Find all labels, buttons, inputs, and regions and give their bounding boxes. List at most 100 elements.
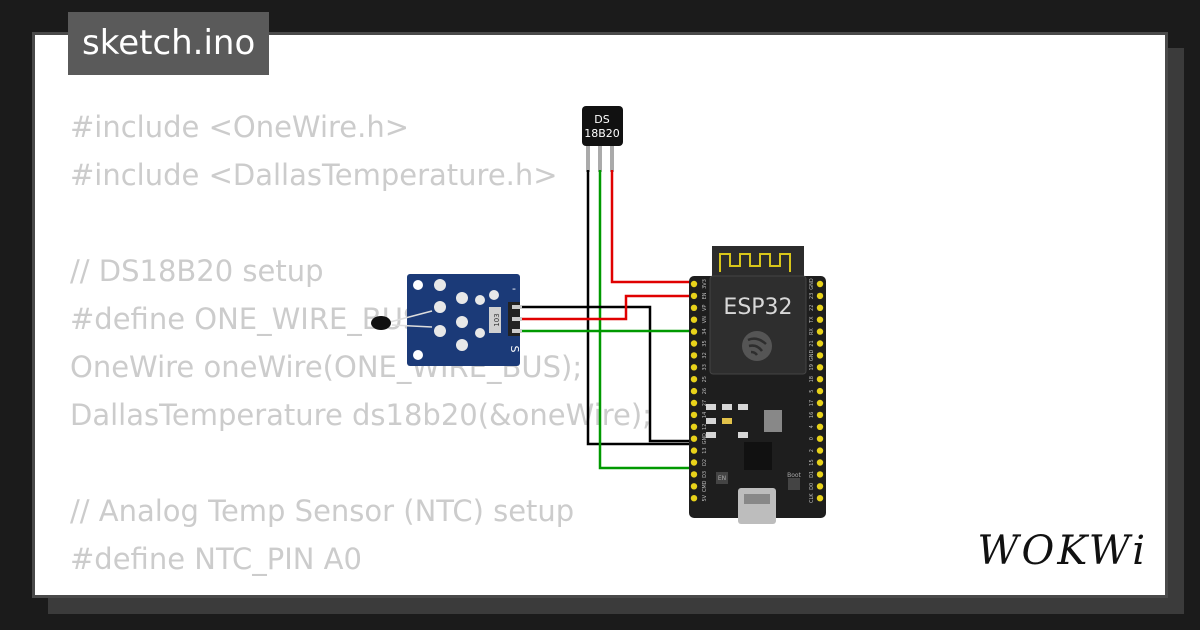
esp32-title: ESP32 [723, 295, 792, 320]
pin-label-right-17: D0 [809, 483, 815, 490]
pin-label-right-16: D1 [809, 471, 815, 478]
pin-label-right-8: 18 [809, 376, 815, 382]
pin-label-left-0: 3V3 [702, 279, 708, 289]
pin-right-6[interactable] [816, 352, 824, 359]
code-line: // DS18B20 setup [70, 254, 324, 288]
pin-label-right-2: 22 [809, 305, 815, 311]
pin-label-left-3: VN [702, 316, 708, 323]
pin-left-0[interactable] [690, 280, 698, 288]
pin-left-1[interactable] [690, 292, 698, 300]
ntc-minus-label: - [512, 282, 516, 295]
wokwi-logo-text: WOKWi [977, 528, 1148, 574]
pin-label-left-4: 34 [702, 328, 708, 334]
pin-label-right-3: TX [809, 316, 815, 324]
code-line: DallasTemperature ds18b20(&oneWire); [70, 398, 652, 432]
pin-left-12[interactable] [690, 423, 698, 430]
pin-left-18[interactable] [690, 495, 698, 502]
pin-left-8[interactable] [690, 376, 698, 383]
code-background: #include <OneWire.h>#include <DallasTemp… [70, 103, 652, 583]
pin-right-3[interactable] [816, 316, 824, 323]
usb-chip [744, 442, 772, 470]
pin-label-left-14: 13 [702, 447, 708, 453]
en-label: EN [718, 475, 726, 482]
ntc-resistor-label: 103 [493, 313, 501, 326]
pin-left-15[interactable] [690, 459, 698, 466]
pin-right-7[interactable] [816, 364, 824, 371]
esp32-board[interactable]: ESP32 EN Boot 3V3ENVPVN34353233252627141… [689, 246, 826, 524]
pin-label-left-17: CMD [702, 480, 708, 492]
pin-left-2[interactable] [690, 304, 698, 311]
pin-right-4[interactable] [816, 328, 824, 335]
pin-label-right-0: GND [809, 278, 815, 290]
pin-right-5[interactable] [816, 340, 824, 347]
pin-left-3[interactable] [690, 316, 698, 323]
pin-right-15[interactable] [816, 459, 824, 466]
pin-label-left-10: 27 [702, 400, 708, 406]
pin-right-8[interactable] [816, 376, 824, 383]
pin-label-right-4: RX [809, 328, 815, 335]
pin-right-17[interactable] [816, 483, 824, 490]
wire-ds-gnd [586, 170, 694, 446]
usb-port [738, 488, 776, 524]
pin-right-14[interactable] [816, 447, 824, 454]
ntc-resistor [489, 307, 501, 333]
pin-label-right-7: 19 [809, 364, 815, 370]
pin-left-7[interactable] [690, 364, 698, 371]
wire-ntc-vcc [520, 294, 694, 321]
ds18b20-label-top: DS [594, 113, 609, 126]
pin-label-left-15: D2 [702, 459, 708, 466]
pin-left-10[interactable] [690, 399, 698, 407]
pin-right-1[interactable] [816, 292, 824, 300]
pin-label-right-10: 17 [809, 400, 815, 406]
pin-left-9[interactable] [690, 387, 698, 395]
pin-right-13[interactable] [816, 435, 824, 442]
pin-label-right-6: GND [809, 350, 815, 362]
esp32-shield [709, 275, 807, 375]
pin-label-left-1: EN [702, 292, 708, 299]
pin-label-right-12: 4 [809, 425, 815, 428]
pin-label-left-9: 26 [702, 388, 708, 394]
ds18b20-leg-vcc [610, 146, 614, 172]
pin-label-left-13: GND [702, 433, 708, 445]
pin-label-right-1: 23 [809, 293, 815, 299]
pin-left-14[interactable] [690, 447, 698, 454]
pin-label-right-15: 15 [809, 459, 815, 465]
pin-label-left-8: 25 [702, 376, 708, 382]
pin-right-0[interactable] [816, 280, 824, 288]
pin-left-16[interactable] [690, 471, 698, 478]
code-line: // Analog Temp Sensor (NTC) setup [70, 494, 575, 528]
ntc-signal-label: S [508, 346, 521, 353]
file-tab[interactable]: sketch.ino [68, 12, 270, 75]
esp32-antenna [712, 246, 804, 276]
pin-label-right-9: 5 [809, 390, 815, 393]
pin-right-11[interactable] [816, 411, 824, 419]
pin-right-18[interactable] [816, 495, 824, 502]
en-button[interactable] [716, 472, 728, 484]
pin-label-left-5: 35 [702, 340, 708, 346]
ntc-module[interactable]: 103 - S [371, 274, 522, 366]
pin-label-left-18: 5V [702, 494, 708, 501]
boot-button[interactable] [788, 478, 800, 490]
pin-label-left-7: 33 [702, 364, 708, 370]
pin-left-17[interactable] [690, 483, 698, 490]
pin-right-12[interactable] [816, 423, 824, 430]
pin-label-right-5: 21 [809, 340, 815, 346]
ds18b20-leg-data [598, 146, 602, 172]
pin-label-right-14: 2 [809, 449, 815, 452]
wire-ntc-gnd [520, 305, 694, 443]
pin-right-9[interactable] [816, 387, 824, 395]
pin-left-11[interactable] [690, 411, 698, 419]
pin-right-10[interactable] [816, 399, 824, 407]
ds18b20-sensor[interactable]: DS 18B20 [582, 106, 623, 172]
pin-right-16[interactable] [816, 471, 824, 478]
pin-label-left-16: D3 [702, 471, 708, 478]
pin-left-6[interactable] [690, 352, 698, 359]
pin-right-2[interactable] [816, 304, 824, 311]
pin-left-4[interactable] [690, 328, 698, 335]
pin-left-13[interactable] [690, 435, 698, 442]
pin-left-5[interactable] [690, 340, 698, 347]
code-line: #define NTC_PIN A0 [70, 542, 362, 576]
pin-label-left-12: 12 [702, 424, 708, 430]
